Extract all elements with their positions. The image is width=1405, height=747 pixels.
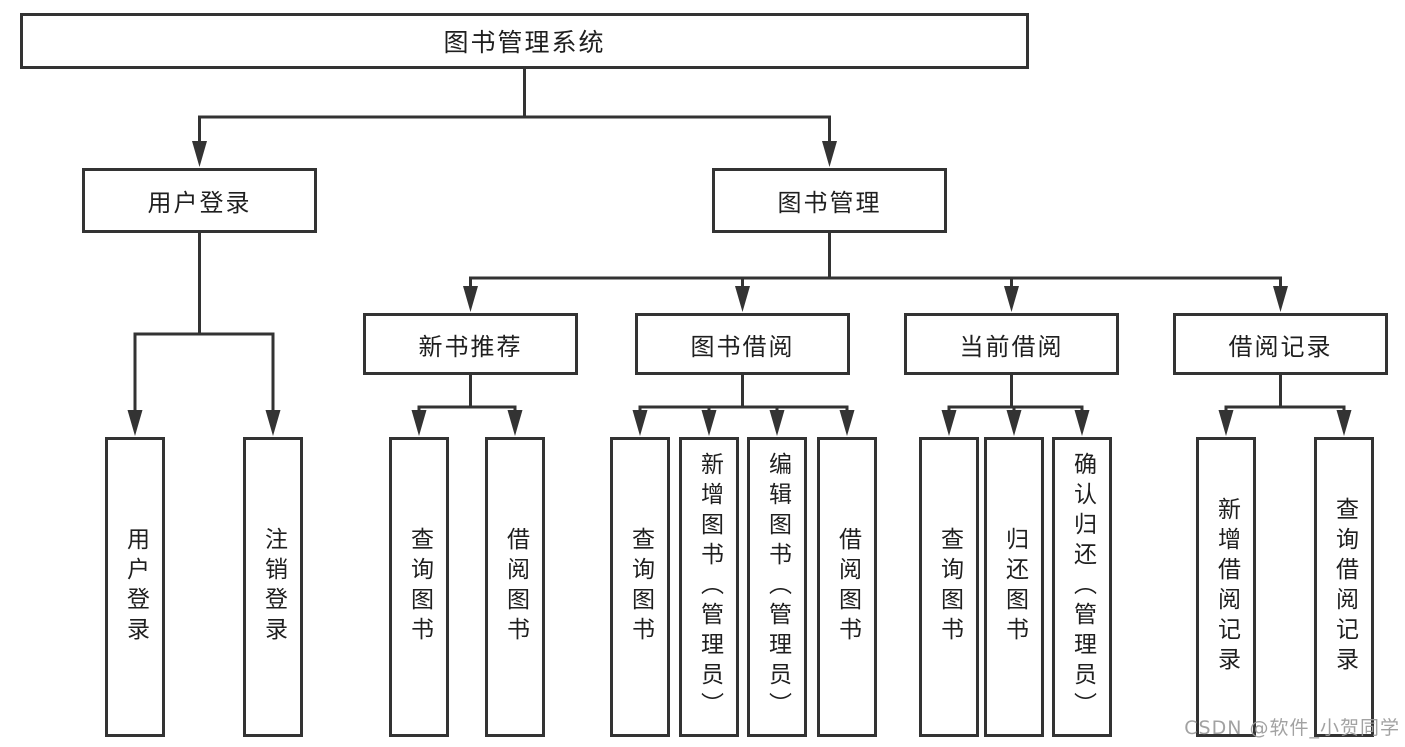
leaf-query-borrow-record-label: 查询借阅记录 — [1331, 497, 1358, 677]
leaf-borrow-books-label: 借阅图书 — [834, 527, 861, 647]
leaf-user-login: 用户登录 — [105, 437, 165, 737]
node-user-login: 用户登录 — [82, 168, 317, 233]
leaf-borrow-books: 借阅图书 — [817, 437, 877, 737]
node-user-login-label: 用户登录 — [147, 189, 252, 217]
node-current-borrow-label: 当前借阅 — [959, 332, 1064, 361]
node-book-management: 图书管理 — [712, 168, 947, 233]
node-library-management-system-label: 图书管理系统 — [443, 28, 606, 57]
leaf-query-books-current-label: 查询图书 — [936, 527, 963, 647]
leaf-return-books: 归还图书 — [984, 437, 1044, 737]
leaf-confirm-return-admin-label: 确认归还（管理员） — [1069, 452, 1096, 722]
node-borrow-records-label: 借阅记录 — [1228, 332, 1333, 361]
leaf-edit-books-admin-label: 编辑图书（管理员） — [764, 452, 791, 722]
leaf-return-books-label: 归还图书 — [1001, 527, 1028, 647]
node-current-borrow: 当前借阅 — [904, 313, 1119, 375]
csdn-watermark: CSDN @软件_小贺同学 — [1184, 717, 1400, 739]
leaf-logout: 注销登录 — [243, 437, 303, 737]
node-borrow-records: 借阅记录 — [1173, 313, 1388, 375]
node-book-borrow: 图书借阅 — [635, 313, 850, 375]
leaf-query-books-recommend-label: 查询图书 — [406, 527, 433, 647]
leaf-borrow-books-recommend: 借阅图书 — [485, 437, 545, 737]
leaf-query-borrow-record: 查询借阅记录 — [1314, 437, 1374, 737]
node-library-management-system: 图书管理系统 — [20, 13, 1029, 69]
leaf-add-books-admin: 新增图书（管理员） — [679, 437, 739, 737]
leaf-add-borrow-record: 新增借阅记录 — [1196, 437, 1256, 737]
node-new-book-recommend: 新书推荐 — [363, 313, 578, 375]
leaf-logout-label: 注销登录 — [260, 527, 287, 647]
leaf-query-books-recommend: 查询图书 — [389, 437, 449, 737]
node-new-book-recommend-label: 新书推荐 — [418, 332, 523, 361]
leaf-confirm-return-admin: 确认归还（管理员） — [1052, 437, 1112, 737]
leaf-query-books-borrow: 查询图书 — [610, 437, 670, 737]
node-book-borrow-label: 图书借阅 — [690, 332, 795, 361]
leaf-add-borrow-record-label: 新增借阅记录 — [1213, 497, 1240, 677]
leaf-query-books-current: 查询图书 — [919, 437, 979, 737]
leaf-query-books-borrow-label: 查询图书 — [627, 527, 654, 647]
leaf-add-books-admin-label: 新增图书（管理员） — [696, 452, 723, 722]
leaf-borrow-books-recommend-label: 借阅图书 — [502, 527, 529, 647]
arrowheads — [127, 141, 1352, 436]
node-book-management-label: 图书管理 — [777, 189, 882, 217]
leaf-user-login-label: 用户登录 — [122, 527, 149, 647]
leaf-edit-books-admin: 编辑图书（管理员） — [747, 437, 807, 737]
